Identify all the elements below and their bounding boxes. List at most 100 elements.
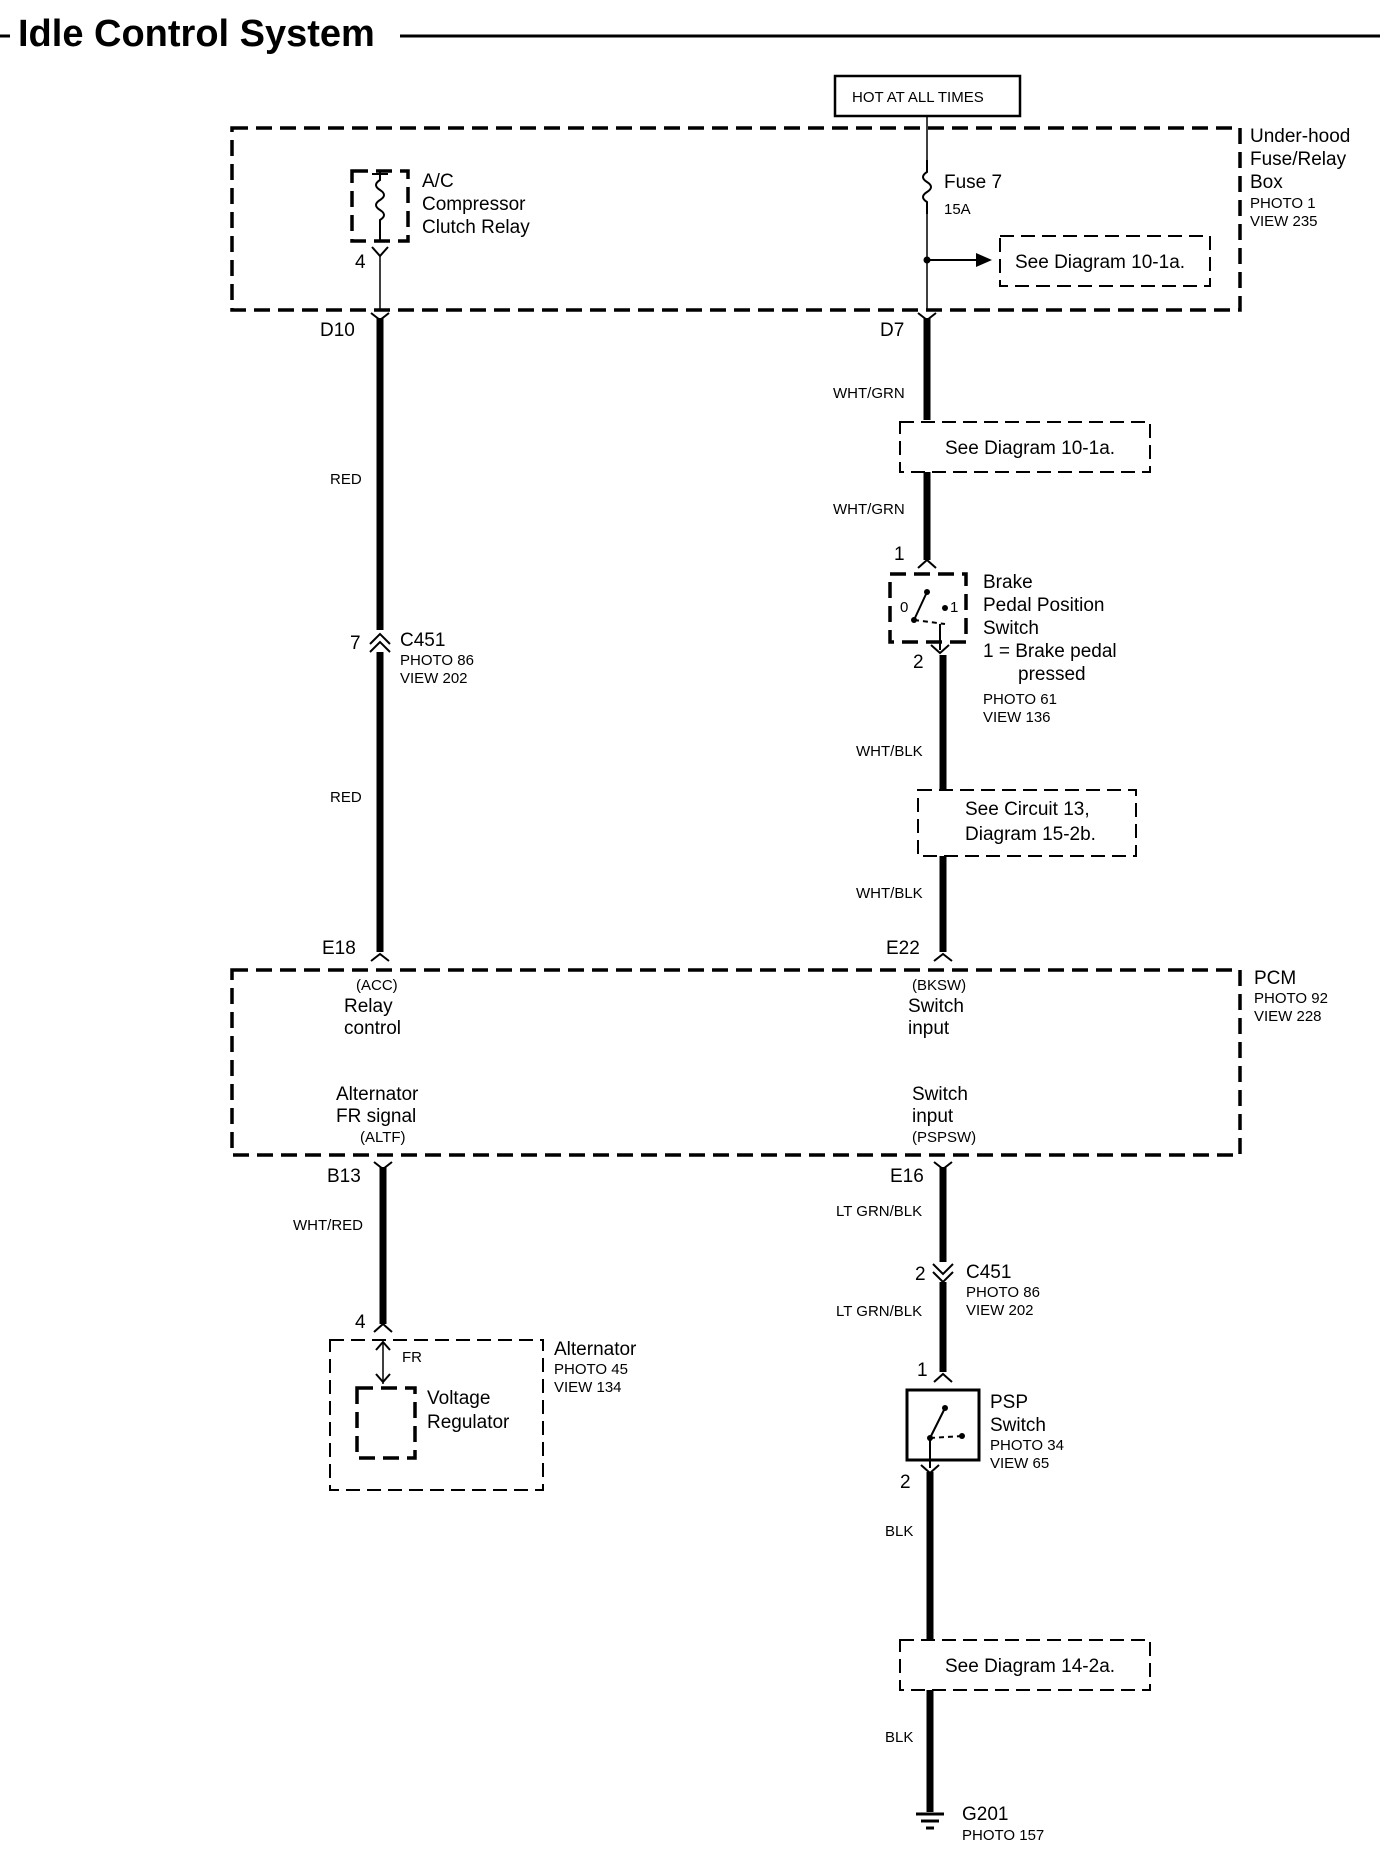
ground-name: G201 [962,1804,1008,1825]
ac-relay-label-l1: A/C [422,171,454,192]
psp-switch-l1: PSP [990,1392,1028,1413]
see-diagram-14-2a[interactable]: See Diagram 14-2a. [945,1656,1115,1677]
e16-label: E16 [890,1166,924,1187]
ground-photo: PHOTO 157 [962,1827,1044,1844]
psp-switch-photo: PHOTO 34 [990,1437,1064,1454]
relay-coil-icon [375,171,385,241]
brake-switch-contact-2 [942,605,948,611]
alt-pin: 4 [355,1312,366,1333]
pcm-altf-code: (ALTF) [360,1129,406,1146]
wht-grn-wire-1-label: WHT/GRN [833,385,905,402]
see-circuit-13-l1[interactable]: See Circuit 13, [965,799,1090,820]
lt-grn-blk-wire-1-label: LT GRN/BLK [836,1203,922,1220]
wht-grn-wire-2-label: WHT/GRN [833,501,905,518]
c451-right-view: VIEW 202 [966,1302,1034,1319]
c451-right-name: C451 [966,1262,1011,1283]
psp-switch-contact-2 [959,1433,965,1439]
brake-switch-label-l3: Switch [983,618,1039,639]
c451-left-connector-icon [369,632,391,653]
alternator-view: VIEW 134 [554,1379,622,1396]
see-circuit-13-l2[interactable]: Diagram 15-2b. [965,824,1096,845]
alternator-symbol [329,1339,544,1491]
d10-label: D10 [320,320,355,341]
pcm-pspsw-l2: input [912,1106,954,1127]
alternator-name: Alternator [554,1339,637,1360]
psp-switch-lever [929,1407,946,1439]
ac-relay-label-l3: Clutch Relay [422,217,530,238]
voltage-regulator-symbol [355,1386,417,1460]
brake-switch-pos0: 0 [900,599,908,616]
psp-switch-pivot [942,1405,948,1411]
alt-pin-icon [373,1322,393,1333]
red-wire-upper-label: RED [330,471,362,488]
brake-switch-lever [913,591,928,621]
brake-switch-label-l5: pressed [1018,664,1086,685]
psp-pin-top: 1 [917,1360,928,1381]
ac-relay-pin: 4 [355,252,366,273]
lt-grn-blk-wire-2-label: LT GRN/BLK [836,1303,922,1320]
brake-switch-label-l2: Pedal Position [983,595,1104,616]
pcm-bksw-code: (BKSW) [912,977,966,994]
fuse-see-diagram-box [999,235,1211,287]
see-diagram-14-2a-box [899,1639,1151,1691]
pcm-acc-code: (ACC) [356,977,398,994]
brake-pin-top: 1 [894,544,905,565]
psp-pin-bottom: 2 [900,1472,911,1493]
e22-terminal-icon [933,952,953,962]
fr-fork-icon [375,1373,391,1384]
fuse-box-photo: PHOTO 1 [1250,195,1316,212]
fuse-box-name-l2: Fuse/Relay [1250,149,1347,170]
brake-switch-dashed-link [913,619,946,625]
c451-right-pin: 2 [915,1264,926,1285]
fuse-icon [922,160,932,214]
fuse-relay-box [230,126,1242,312]
alternator-photo: PHOTO 45 [554,1361,628,1378]
c451-left-photo: PHOTO 86 [400,652,474,669]
fuse-branch-arrow [976,253,992,267]
fuse-see-diagram[interactable]: See Diagram 10-1a. [1015,252,1185,273]
c451-right-photo: PHOTO 86 [966,1284,1040,1301]
pcm-altf-l1: Alternator [336,1084,419,1105]
hot-at-all-times-label: HOT AT ALL TIMES [852,89,984,106]
pcm-pspsw-l1: Switch [912,1084,968,1105]
brake-pin-top-icon [917,558,937,569]
brake-switch-pivot [924,589,930,595]
fuse-box-view: VIEW 235 [1250,213,1318,230]
wht-blk-wire-1-label: WHT/BLK [856,743,923,760]
voltage-regulator-l2: Regulator [427,1412,510,1433]
see-circuit-13-box [917,789,1137,857]
fuse7-rating: 15A [944,201,971,218]
pcm-bksw-l1: Switch [908,996,964,1017]
fuse7-name: Fuse 7 [944,172,1002,193]
brake-switch-label-l1: Brake [983,572,1033,593]
e22-label: E22 [886,938,920,959]
red-wire-lower-label: RED [330,789,362,806]
pcm-bksw-l2: input [908,1018,950,1039]
wht-red-wire-label: WHT/RED [293,1217,363,1234]
pcm-altf-l2: FR signal [336,1106,416,1127]
psp-switch-dashed-link [929,1435,963,1439]
pcm-photo: PHOTO 92 [1254,990,1328,1007]
blk-wire-1-label: BLK [885,1523,913,1540]
c451-left-name: C451 [400,630,445,651]
brake-switch-label-l4: 1 = Brake pedal [983,641,1117,662]
psp-pin-top-icon [933,1372,953,1383]
e18-terminal-icon [370,952,390,962]
blk-wire-2-label: BLK [885,1729,913,1746]
pcm-box [230,968,1242,1157]
pcm-acc-l2: control [344,1018,401,1039]
brake-pin-bottom: 2 [913,652,924,673]
see-diagram-10-1a-box [899,421,1151,473]
psp-switch-view: VIEW 65 [990,1455,1049,1472]
pcm-pspsw-code: (PSPSW) [912,1129,976,1146]
fr-label: FR [402,1349,422,1366]
voltage-regulator-l1: Voltage [427,1388,490,1409]
pcm-view: VIEW 228 [1254,1008,1322,1025]
see-diagram-10-1a[interactable]: See Diagram 10-1a. [945,438,1115,459]
fuse-box-name-l1: Under-hood [1250,126,1350,147]
ac-relay-label-l2: Compressor [422,194,526,215]
wht-blk-wire-2-label: WHT/BLK [856,885,923,902]
e18-label: E18 [322,938,356,959]
brake-pin-bottom-icon [930,644,950,655]
